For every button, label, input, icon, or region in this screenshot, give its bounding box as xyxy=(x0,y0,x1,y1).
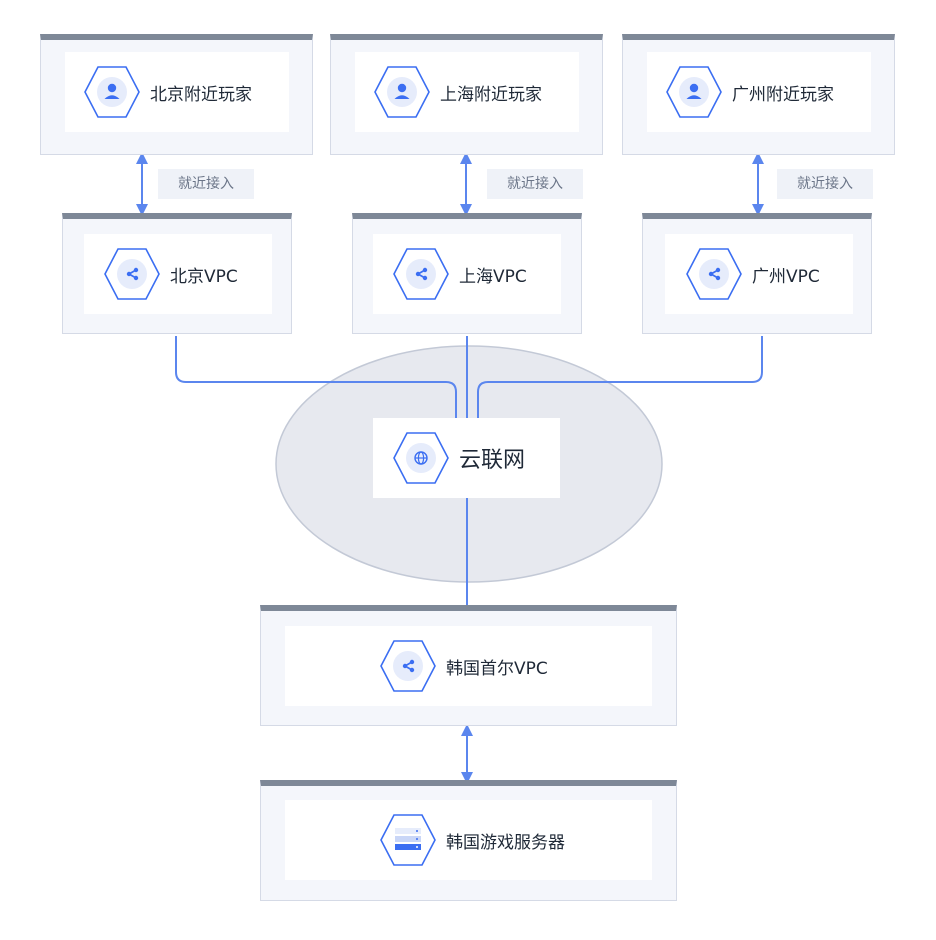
line-guangzhou-ccn xyxy=(477,336,763,418)
line-beijing-ccn xyxy=(175,336,457,418)
server-icon xyxy=(380,814,436,866)
node-seoul-vpc[interactable]: 韩国首尔VPC xyxy=(380,638,548,694)
user-icon xyxy=(84,66,140,118)
user-icon xyxy=(666,66,722,118)
node-guangzhou-vpc[interactable]: 广州VPC xyxy=(686,246,820,302)
shanghai-vpc-label: 上海VPC xyxy=(459,266,527,287)
node-ccn[interactable]: 云联网 xyxy=(393,430,525,486)
node-beijing-vpc[interactable]: 北京VPC xyxy=(104,246,238,302)
shanghai-players-label: 上海附近玩家 xyxy=(440,84,542,105)
share-icon xyxy=(104,248,160,300)
beijing-vpc-label: 北京VPC xyxy=(170,266,238,287)
node-shanghai-players[interactable]: 上海附近玩家 xyxy=(374,64,542,120)
access-tag-beijing: 就近接入 xyxy=(158,169,254,199)
ccn-label: 云联网 xyxy=(459,448,526,473)
beijing-players-label: 北京附近玩家 xyxy=(150,84,252,105)
game-servers-label: 韩国游戏服务器 xyxy=(446,832,565,853)
access-tag-shanghai: 就近接入 xyxy=(487,169,583,199)
node-shanghai-vpc[interactable]: 上海VPC xyxy=(393,246,527,302)
card-seoul-vpc xyxy=(285,626,652,706)
node-beijing-players[interactable]: 北京附近玩家 xyxy=(84,64,252,120)
share-icon xyxy=(393,248,449,300)
guangzhou-vpc-label: 广州VPC xyxy=(752,266,820,287)
share-icon xyxy=(380,640,436,692)
card-game-servers xyxy=(285,800,652,880)
seoul-vpc-label: 韩国首尔VPC xyxy=(446,658,548,679)
globe-icon xyxy=(393,432,449,484)
access-tag-guangzhou: 就近接入 xyxy=(777,169,873,199)
node-guangzhou-players[interactable]: 广州附近玩家 xyxy=(666,64,834,120)
guangzhou-players-label: 广州附近玩家 xyxy=(732,84,834,105)
user-icon xyxy=(374,66,430,118)
share-icon xyxy=(686,248,742,300)
node-game-servers[interactable]: 韩国游戏服务器 xyxy=(380,812,565,868)
